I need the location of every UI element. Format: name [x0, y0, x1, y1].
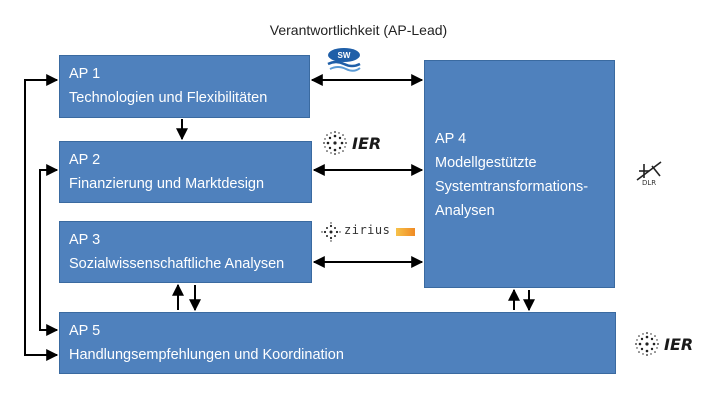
zirius-color-bar [396, 228, 415, 236]
ap1-description: Technologien und Flexibilitäten [69, 90, 268, 106]
ap2-description: Finanzierung und Marktdesign [69, 176, 265, 192]
arrow-bracket-outer [24, 74, 59, 361]
box-ap3: AP 3 Sozialwissenschaftliche Analysen [59, 221, 312, 283]
zirius-logo: zirius [320, 222, 415, 242]
ier-logo-ap2-emblem [322, 130, 348, 156]
ap4-description-line1: Modellgestützte [435, 155, 537, 171]
ap3-description: Sozialwissenschaftliche Analysen [69, 256, 285, 272]
box-ap4: AP 4 Modellgestützte Systemtransformatio… [424, 60, 615, 288]
ap4-description-line3: Analysen [435, 203, 495, 219]
ier-logo-ap2-text: IER [352, 134, 382, 153]
ap3-label: AP 3 [69, 232, 101, 248]
diagram-title: Verantwortlichkeit (AP-Lead) [269, 22, 448, 38]
ap2-label: AP 2 [69, 152, 101, 168]
box-ap2: AP 2 Finanzierung und Marktdesign [59, 141, 312, 203]
dlr-logo-text: DLR [642, 179, 657, 187]
ap1-label: AP 1 [69, 66, 101, 82]
ap4-description-line2: Systemtransformations- [435, 179, 589, 195]
dlr-logo: DLR [634, 160, 664, 188]
arrow-bracket-inner [39, 164, 59, 336]
zirius-logo-text: zirius [344, 223, 391, 237]
ier-logo-ap5-emblem [634, 331, 660, 357]
box-ap1: AP 1 Technologien und Flexibilitäten [59, 55, 310, 118]
ap5-description: Handlungsempfehlungen und Koordination [69, 347, 344, 363]
sw-logo: SW [326, 46, 362, 72]
ier-logo-ap5-text: IER [664, 335, 694, 354]
ap4-label: AP 4 [435, 131, 467, 147]
box-ap5: AP 5 Handlungsempfehlungen und Koordinat… [59, 312, 616, 374]
ap5-label: AP 5 [69, 323, 101, 339]
svg-text:SW: SW [338, 51, 351, 60]
